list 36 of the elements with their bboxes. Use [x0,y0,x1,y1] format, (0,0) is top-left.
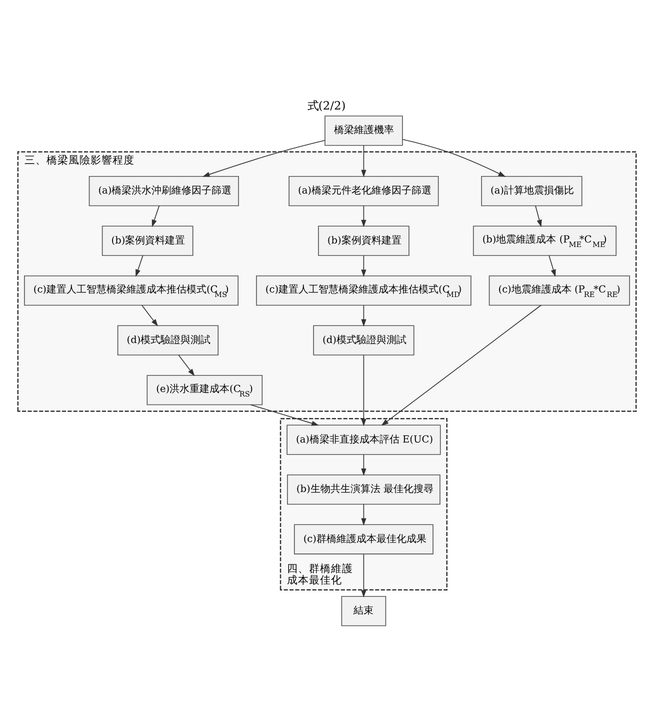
node-box: (b)生物共生演算法 最佳化搜尋 [287,474,440,504]
arrow [361,254,366,276]
arrow [381,304,542,426]
arrow [141,304,158,326]
node-box: 橋梁維護機率 [324,115,403,146]
arrow [535,204,542,227]
node-box: (a)計算地震損傷比 [481,175,582,206]
node-box: (d)模式驗證與測試 [313,324,414,355]
arrow [402,138,506,176]
arrow [250,404,319,426]
arrow [361,354,366,426]
node-box: (a)橋梁洪水沖刷維修因子篩選 [88,175,239,206]
arrow [178,354,195,376]
arrow [202,139,326,176]
arrow [361,304,366,326]
node-box: 結束 [341,595,386,626]
arrow [548,254,556,276]
arrow [361,503,366,526]
node-box: (b)地震維護成本 (P$_{ME}$*C$_{ME}$) [472,225,617,256]
diagram-title: 式(2/2) [307,98,346,112]
arrow [361,553,366,598]
arrow [361,144,366,177]
node-box: (a)橋梁非直接成本評估 E(UC) [286,424,441,454]
arrow [361,204,366,227]
node-box: (c)群橋維護成本最佳化成果 [294,524,434,554]
node-box: (d)模式驗證與測試 [117,324,219,355]
arrow [361,454,366,476]
node-box: (c)建置人工智慧橋梁維護成本推估模式(C$_{MD}$) [256,274,472,306]
arrow [152,204,160,227]
arrow [136,254,144,276]
node-box: (e)洪水重建成本(C$_{RS}$) [146,374,263,405]
node-box: (a)橋梁元件老化維修因子篩選 [288,175,439,206]
node-box: (b)案例資料建置 [318,225,410,256]
node-box: (c)建置人工智慧橋梁維護成本推估模式(C$_{MS}$) [24,274,239,306]
node-box: (c)地震維護成本 (P$_{RE}$*C$_{RE}$) [488,274,630,306]
node-box: (b)案例資料建置 [102,225,194,256]
